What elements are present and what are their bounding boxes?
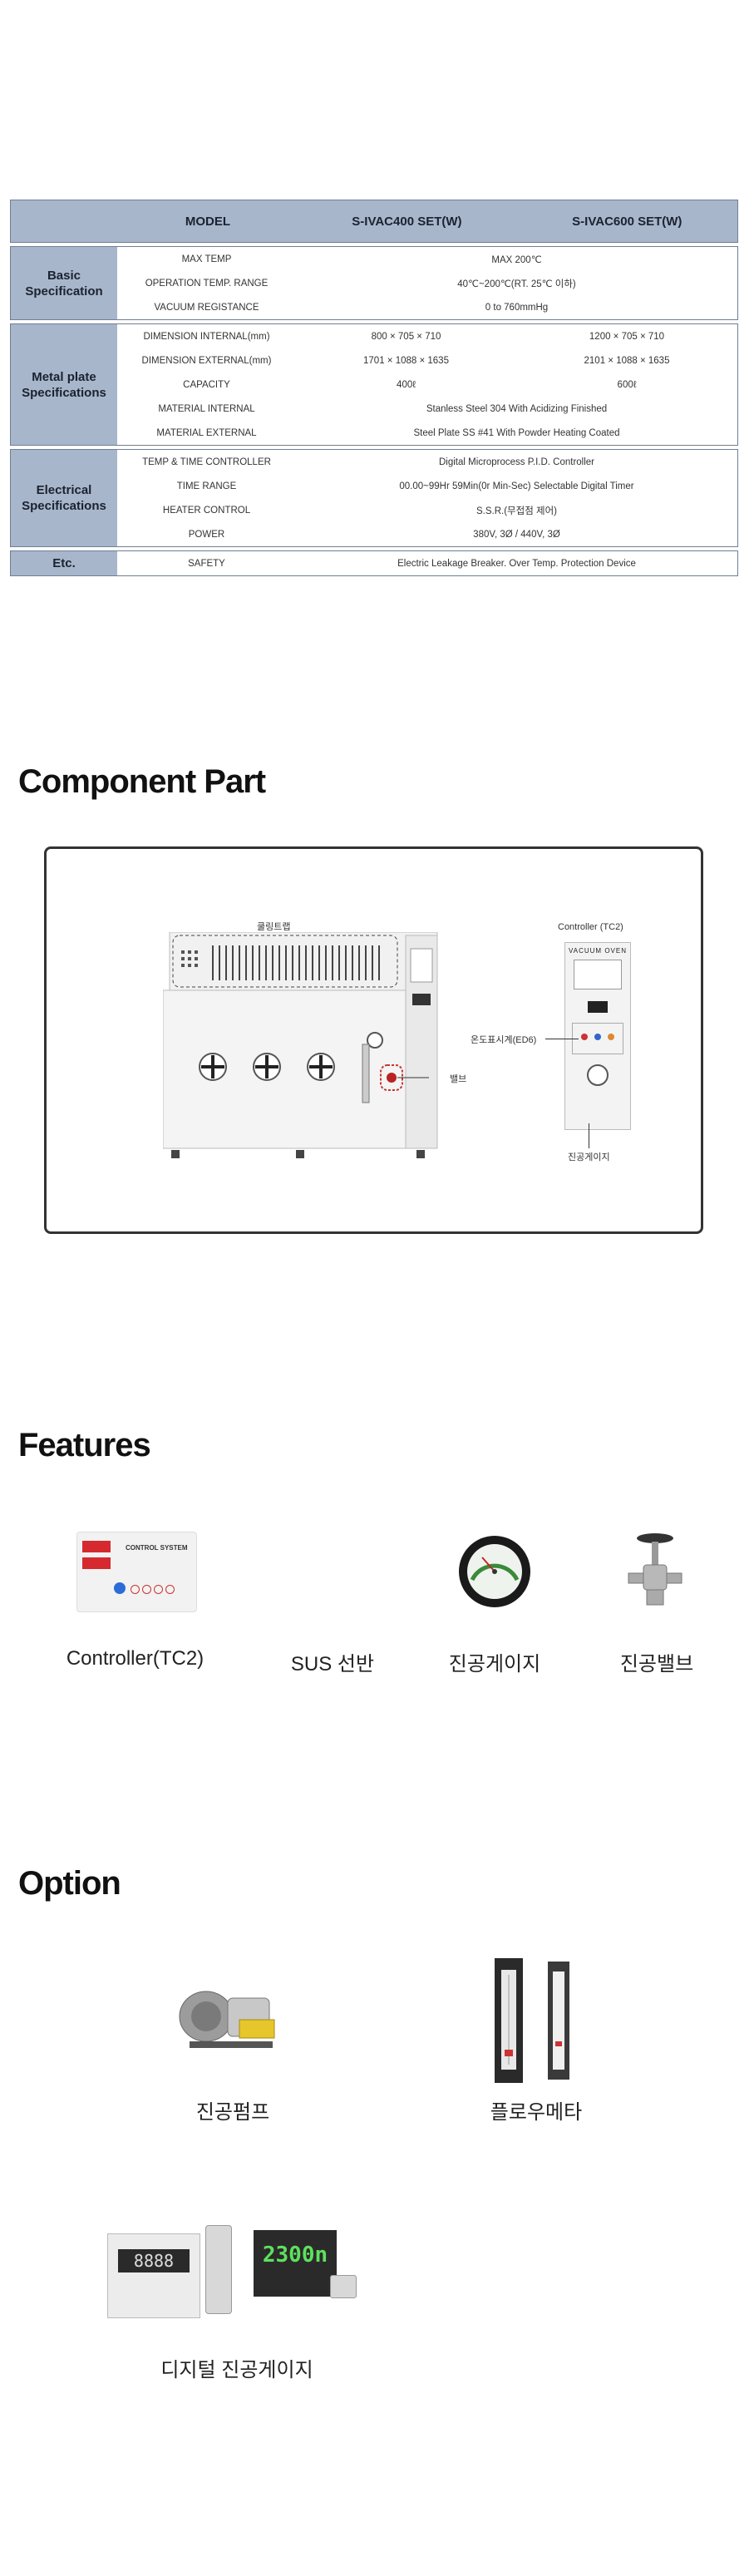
feature-caption: 진공밸브 bbox=[619, 1653, 694, 1675]
row-value: S.S.R.(무접점 제어) bbox=[476, 506, 557, 516]
row-label: MATERIAL INTERNAL bbox=[158, 403, 255, 414]
category-cell: Etc. bbox=[11, 551, 117, 575]
table-row: MATERIAL EXTERNAL Steel Plate SS #41 With… bbox=[117, 421, 737, 445]
feature-caption: SUS 선반 bbox=[290, 1653, 375, 1675]
vacuum-valve-icon bbox=[628, 1533, 682, 1606]
option-caption: 진공펌프 bbox=[195, 2101, 270, 2124]
row-value: Steel Plate SS #41 With Powder Heating C… bbox=[413, 427, 620, 438]
temp-display-label: 온도표시계(ED6) bbox=[471, 1035, 537, 1045]
digital-vacuum-gauge-icon: 8888 2300n bbox=[104, 2225, 357, 2325]
row-label: DIMENSION INTERNAL(mm) bbox=[143, 331, 270, 342]
cooling-trap-label: 쿨링트랩 bbox=[257, 922, 291, 932]
row-label: TIME RANGE bbox=[176, 481, 237, 491]
row-value: Electric Leakage Breaker. Over Temp. Pro… bbox=[397, 558, 636, 569]
temp-display-icon bbox=[588, 1001, 608, 1013]
row-label: OPERATION TEMP. RANGE bbox=[145, 278, 269, 289]
category-line: Specifications bbox=[22, 499, 106, 513]
row-value-2: 2101 × 1088 × 1635 bbox=[584, 355, 670, 366]
component-diagram-box: 쿨링트랩 밸브 Controller (TC2) VACUUM OVEN 온도표… bbox=[44, 846, 703, 1234]
vacuum-oven-illustration bbox=[163, 932, 438, 1158]
table-row: TIME RANGE 00.00~99Hr 59Min(0r Min-Sec) S… bbox=[117, 474, 737, 498]
row-label: POWER bbox=[188, 529, 225, 540]
table-row: POWER 380V, 3Ø / 440V, 3Ø bbox=[117, 522, 737, 546]
option-caption: 플로우메타 bbox=[490, 2101, 583, 2124]
row-label: VACUUM REGISTANCE bbox=[154, 302, 259, 313]
row-label: HEATER CONTROL bbox=[162, 505, 251, 516]
features-title: Features bbox=[18, 1427, 151, 1463]
row-value: 00.00~99Hr 59Min(0r Min-Sec) Selectable … bbox=[399, 481, 634, 491]
control-system-text: CONTROL SYSTEM bbox=[126, 1544, 188, 1552]
valve-label: 밸브 bbox=[450, 1074, 467, 1084]
row-value: 0 to 760mmHg bbox=[485, 302, 549, 313]
model-col2-header: S-IVAC600 SET(W) bbox=[572, 214, 682, 229]
spec-table: MODEL S-IVAC400 SET(W) S-IVAC600 SET(W) … bbox=[10, 200, 738, 576]
spec-header-row: MODEL S-IVAC400 SET(W) S-IVAC600 SET(W) bbox=[10, 200, 738, 243]
category-line: Specification bbox=[25, 284, 103, 299]
model-col1-header: S-IVAC400 SET(W) bbox=[352, 214, 462, 229]
flowmeter-icon bbox=[495, 1958, 569, 2083]
option-caption: 디지털 진공게이지 bbox=[160, 2359, 313, 2381]
row-value-2: 600ℓ bbox=[617, 379, 637, 390]
model-header: MODEL bbox=[185, 214, 231, 229]
row-label: MAX TEMP bbox=[181, 254, 232, 264]
table-row: CAPACITY 400ℓ 600ℓ bbox=[117, 373, 737, 397]
category-line: Electrical bbox=[36, 483, 92, 497]
table-row: TEMP & TIME CONTROLLER Digital Microproce… bbox=[117, 450, 737, 474]
row-value-1: 400ℓ bbox=[397, 379, 416, 390]
table-row: SAFETY Electric Leakage Breaker. Over Tem… bbox=[117, 551, 737, 575]
vacuum-gauge-label: 진공게이지 bbox=[568, 1152, 610, 1162]
row-value: 40℃~200℃(RT. 25℃ 이하) bbox=[457, 279, 576, 289]
vacuum-oven-label: VACUUM OVEN bbox=[569, 947, 627, 955]
row-value: Stanless Steel 304 With Acidizing Finish… bbox=[426, 403, 608, 414]
table-row: VACUUM REGISTANCE 0 to 760mmHg bbox=[117, 295, 737, 319]
category-line: Specifications bbox=[22, 385, 106, 400]
table-row: HEATER CONTROL S.S.R.(무접점 제어) bbox=[117, 498, 737, 522]
table-row: DIMENSION INTERNAL(mm) 800 × 705 × 710 120… bbox=[117, 324, 737, 348]
row-value-2: 1200 × 705 × 710 bbox=[589, 331, 665, 342]
component-part-title: Component Part bbox=[18, 763, 266, 800]
gauge-display-2: 2300n bbox=[262, 2243, 328, 2268]
gauge-display-1: 8888 bbox=[118, 2249, 190, 2273]
indicator-lights bbox=[572, 1023, 623, 1054]
vacuum-gauge-icon bbox=[459, 1536, 530, 1607]
category-line: Basic bbox=[47, 268, 81, 283]
table-row: DIMENSION EXTERNAL(mm) 1701 × 1088 × 1635… bbox=[117, 348, 737, 373]
controller-panel: VACUUM OVEN bbox=[564, 942, 631, 1130]
category-line: Metal plate bbox=[32, 369, 96, 384]
feature-caption: 진공게이지 bbox=[448, 1653, 541, 1675]
row-value: 380V, 3Ø / 440V, 3Ø bbox=[473, 529, 560, 540]
row-label: CAPACITY bbox=[183, 379, 230, 390]
row-label: MATERIAL EXTERNAL bbox=[156, 427, 257, 438]
category-line: Etc. bbox=[52, 556, 76, 570]
feature-caption: Controller(TC2) bbox=[66, 1647, 204, 1670]
vacuum-gauge-icon bbox=[587, 1064, 609, 1086]
row-value: MAX 200℃ bbox=[491, 254, 542, 265]
vacuum-pump-icon bbox=[179, 1991, 275, 2048]
table-row: MATERIAL INTERNAL Stanless Steel 304 With… bbox=[117, 397, 737, 421]
row-value-1: 1701 × 1088 × 1635 bbox=[363, 355, 449, 366]
table-row: MAX TEMP MAX 200℃ bbox=[117, 247, 737, 271]
spec-group-etc: Etc. SAFETY Electric Leakage Breaker. Ove… bbox=[10, 550, 738, 576]
row-value: Digital Microprocess P.I.D. Controller bbox=[438, 456, 595, 467]
controller-label: Controller (TC2) bbox=[558, 922, 623, 932]
row-label: DIMENSION EXTERNAL(mm) bbox=[141, 355, 272, 366]
option-title: Option bbox=[18, 1865, 121, 1902]
row-label: SAFETY bbox=[188, 558, 225, 569]
controller-panel-icon: CONTROL SYSTEM bbox=[76, 1532, 197, 1612]
row-value-1: 800 × 705 × 710 bbox=[371, 331, 441, 342]
row-label: TEMP & TIME CONTROLLER bbox=[142, 456, 271, 467]
table-row: OPERATION TEMP. RANGE 40℃~200℃(RT. 25℃ 이하… bbox=[117, 271, 737, 295]
